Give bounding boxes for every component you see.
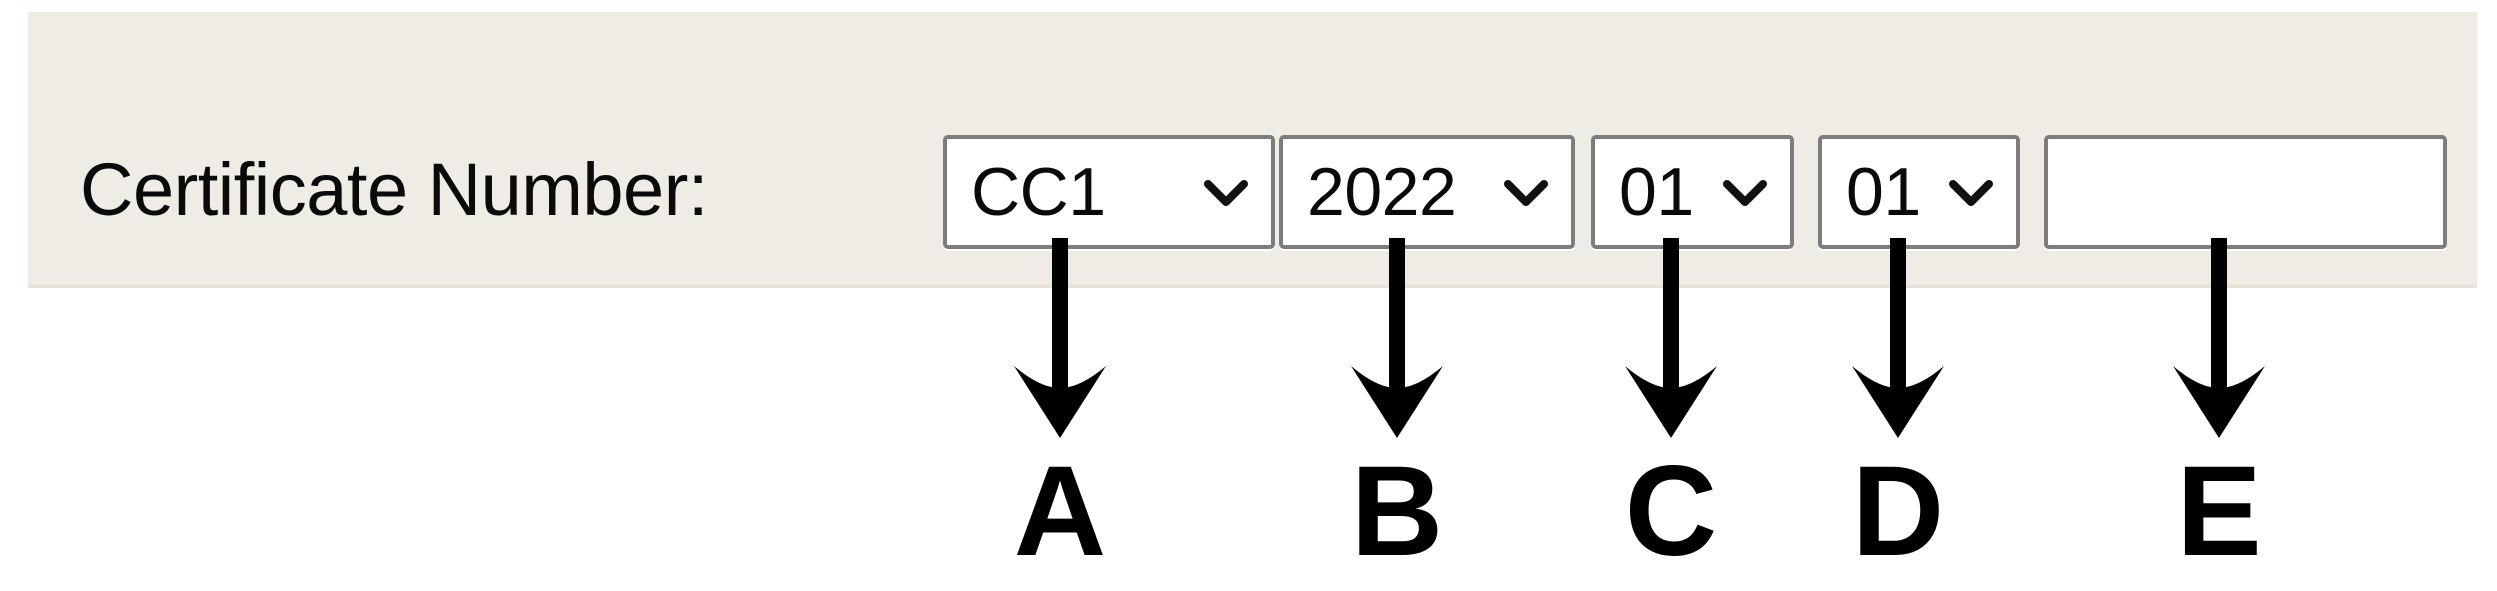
annotation-letter-c: C bbox=[1624, 440, 1718, 583]
certificate-serial-input[interactable] bbox=[2044, 135, 2447, 249]
annotation-letter-a: A bbox=[1013, 440, 1107, 583]
arrow-down-icon bbox=[1611, 238, 1731, 438]
certificate-number-form-panel: Certificate Number: CC1 2022 bbox=[28, 12, 2477, 288]
annotation-letter-d: D bbox=[1851, 440, 1945, 583]
certificate-year-select[interactable]: 2022 bbox=[1279, 135, 1575, 249]
certificate-year-value: 2022 bbox=[1307, 154, 1457, 230]
annotation-letter-e: E bbox=[2176, 440, 2262, 583]
chevron-down-icon bbox=[1944, 165, 1998, 219]
arrow-down-icon bbox=[1838, 238, 1958, 438]
chevron-down-icon bbox=[1199, 165, 1253, 219]
certificate-number-field-row: Certificate Number: CC1 2022 bbox=[28, 12, 2477, 288]
certificate-prefix-value: CC1 bbox=[971, 154, 1106, 230]
certificate-day-value: 01 bbox=[1846, 154, 1921, 230]
arrow-down-icon bbox=[2159, 238, 2279, 438]
certificate-day-select[interactable]: 01 bbox=[1818, 135, 2020, 249]
arrow-down-icon bbox=[1337, 238, 1457, 438]
certificate-month-value: 01 bbox=[1619, 154, 1694, 230]
arrow-down-icon bbox=[1000, 238, 1120, 438]
chevron-down-icon bbox=[1718, 165, 1772, 219]
certificate-number-label: Certificate Number: bbox=[80, 148, 708, 231]
certificate-prefix-select[interactable]: CC1 bbox=[943, 135, 1275, 249]
certificate-month-select[interactable]: 01 bbox=[1591, 135, 1794, 249]
chevron-down-icon bbox=[1499, 165, 1553, 219]
annotation-letter-b: B bbox=[1350, 440, 1444, 583]
